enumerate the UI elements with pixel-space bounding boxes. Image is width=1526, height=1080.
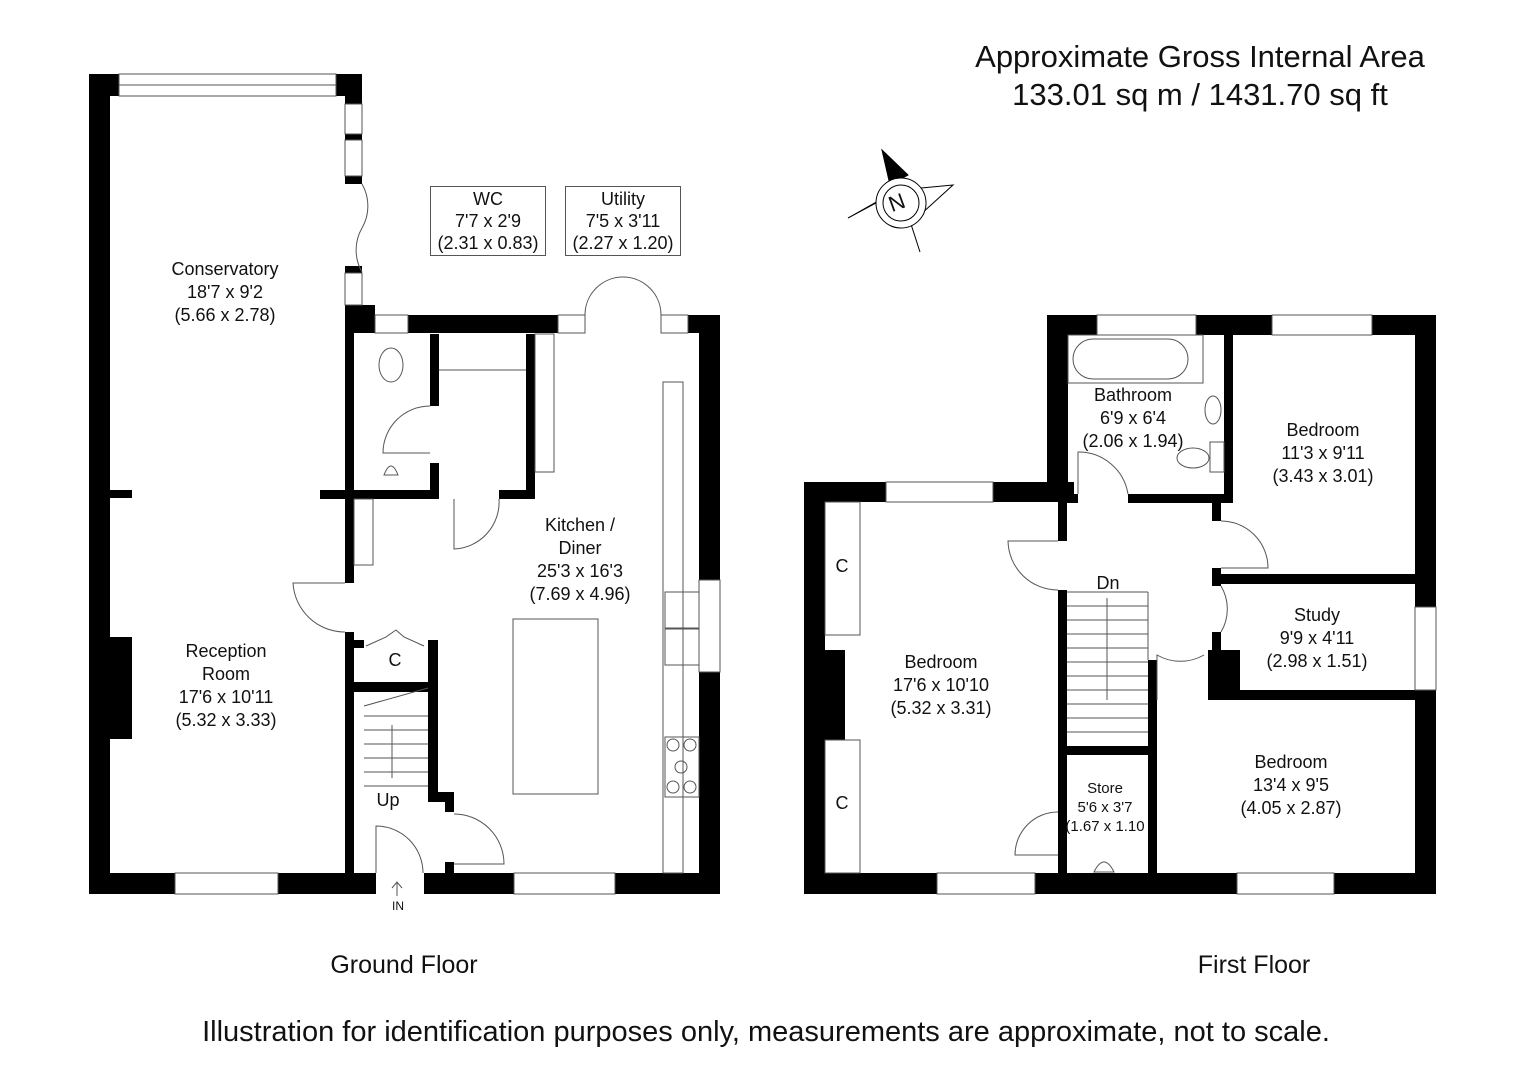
room-name: Bedroom bbox=[1254, 752, 1328, 772]
area-title: Approximate Gross Internal Area bbox=[975, 39, 1425, 74]
area-value: 133.01 sq m / 1431.70 sq ft bbox=[1012, 77, 1388, 112]
room-name: Store bbox=[1087, 780, 1123, 797]
callout-wc: WC 7'7 x 2'9 (2.31 x 0.83) bbox=[430, 186, 546, 256]
room-metric: (7.69 x 4.96) bbox=[529, 584, 631, 604]
room-metric: (4.05 x 2.87) bbox=[1240, 798, 1342, 818]
room-metric: (2.27 x 1.20) bbox=[572, 233, 674, 253]
compass-rose bbox=[847, 148, 955, 253]
room-kitchen-diner: Kitchen / Diner 25'3 x 16'3 (7.69 x 4.96… bbox=[529, 514, 630, 606]
cupboard-label: C bbox=[835, 793, 849, 813]
room-metric: (5.66 x 2.78) bbox=[174, 305, 276, 325]
room-bathroom: Bathroom 6'9 x 6'4 (2.06 x 1.94) bbox=[1082, 384, 1183, 453]
room-imperial: 17'6 x 10'10 bbox=[893, 675, 989, 695]
room-imperial: 13'4 x 9'5 bbox=[1253, 775, 1329, 795]
room-bedroom-3: Bedroom 13'4 x 9'5 (4.05 x 2.87) bbox=[1240, 751, 1341, 820]
ground-floor-walls bbox=[89, 74, 720, 894]
room-imperial: 9'9 x 4'11 bbox=[1279, 628, 1355, 648]
room-imperial: 11'3 x 9'11 bbox=[1281, 443, 1365, 463]
room-imperial: 5'6 x 3'7 bbox=[1077, 799, 1133, 816]
room-name: Bathroom bbox=[1093, 385, 1173, 405]
room-name: Study bbox=[1293, 605, 1341, 625]
stairs-up-label: Up bbox=[376, 790, 400, 810]
cupboard-label: C bbox=[388, 650, 402, 670]
cupboard-label: C bbox=[835, 556, 849, 576]
entrance-label: IN bbox=[392, 899, 404, 913]
room-name: Bedroom bbox=[1286, 420, 1360, 440]
room-conservatory: Conservatory 18'7 x 9'2 (5.66 x 2.78) bbox=[171, 258, 278, 327]
ground-floor-fixtures bbox=[118, 73, 721, 896]
room-bedroom-1: Bedroom 17'6 x 10'10 (5.32 x 3.31) bbox=[890, 651, 991, 720]
room-metric: (2.98 x 1.51) bbox=[1266, 651, 1368, 671]
room-study: Study 9'9 x 4'11 (2.98 x 1.51) bbox=[1266, 604, 1367, 673]
room-name-line1: Kitchen / bbox=[544, 515, 616, 535]
room-imperial: 18'7 x 9'2 bbox=[187, 282, 263, 302]
room-metric: (5.32 x 3.31) bbox=[890, 698, 992, 718]
room-imperial: 25'3 x 16'3 bbox=[537, 561, 623, 581]
first-floor-label: First Floor bbox=[1197, 951, 1311, 979]
room-metric: (5.32 x 3.33) bbox=[175, 710, 277, 730]
stairs-down-label: Dn bbox=[1096, 573, 1120, 593]
room-bedroom-2: Bedroom 11'3 x 9'11 (3.43 x 3.01) bbox=[1272, 419, 1373, 488]
first-floor-fixtures bbox=[824, 314, 1437, 895]
room-imperial: 6'9 x 6'4 bbox=[1100, 408, 1166, 428]
area-header: Approximate Gross Internal Area 133.01 s… bbox=[900, 38, 1500, 114]
disclaimer: Illustration for identification purposes… bbox=[202, 1016, 1330, 1048]
room-name-line1: Reception bbox=[185, 641, 267, 661]
room-imperial: 17'6 x 10'11 bbox=[178, 687, 274, 707]
room-metric: (1.67 x 1.10 bbox=[1065, 818, 1145, 835]
first-floor-walls bbox=[804, 315, 1436, 894]
room-reception: Reception Room 17'6 x 10'11 (5.32 x 3.33… bbox=[175, 640, 276, 732]
room-name-line2: Diner bbox=[558, 538, 602, 558]
room-name: WC bbox=[473, 189, 503, 209]
room-store: Store 5'6 x 3'7 (1.67 x 1.10 bbox=[1065, 779, 1144, 836]
ground-floor-label: Ground Floor bbox=[330, 951, 478, 979]
room-metric: (2.06 x 1.94) bbox=[1082, 431, 1184, 451]
room-name: Conservatory bbox=[171, 259, 279, 279]
room-metric: (2.31 x 0.83) bbox=[437, 233, 539, 253]
room-name: Utility bbox=[601, 189, 645, 209]
callout-utility: Utility 7'5 x 3'11 (2.27 x 1.20) bbox=[565, 186, 681, 256]
room-imperial: 7'7 x 2'9 bbox=[455, 211, 521, 231]
room-imperial: 7'5 x 3'11 bbox=[585, 211, 661, 231]
room-metric: (3.43 x 3.01) bbox=[1272, 466, 1374, 486]
room-name-line2: Room bbox=[201, 664, 250, 684]
room-name: Bedroom bbox=[904, 652, 978, 672]
